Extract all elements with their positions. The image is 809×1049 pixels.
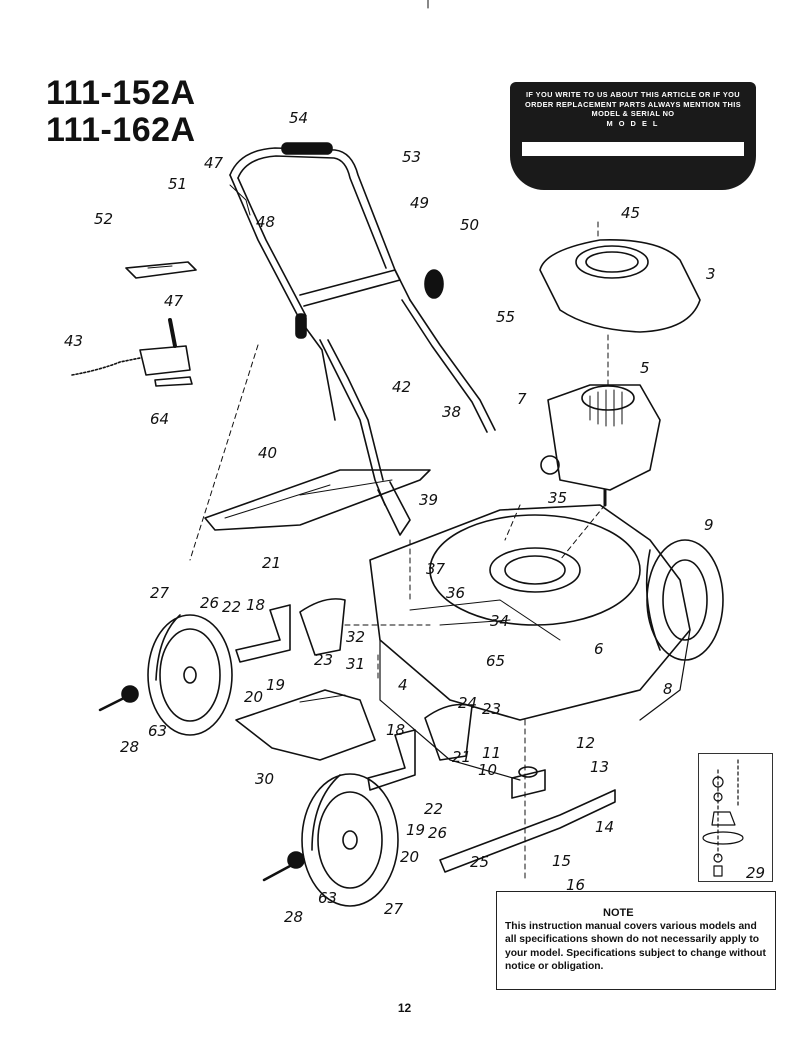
page-number: 12 [397,1001,412,1015]
label-15: 15 [552,852,571,870]
label-23b: 23 [482,700,501,718]
note-text: This instruction manual covers various m… [505,921,766,973]
label-63b: 63 [318,889,337,907]
cutting-blade [439,766,616,873]
label-63: 63 [148,722,167,740]
label-10: 10 [478,761,497,779]
label-47: 47 [204,154,224,172]
inset-blade-adapter [702,759,744,877]
rear-baffle [204,469,431,536]
engine [540,384,661,507]
height-adjuster-lower [367,703,473,791]
label-48: 48 [256,213,275,231]
label-28: 28 [120,738,139,756]
hubcap-63-upper [121,685,139,703]
label-26b: 26 [428,824,447,842]
label-19b: 19 [406,821,425,839]
handle-assembly [229,142,496,506]
label-16: 16 [566,876,585,894]
label-18b: 18 [386,721,405,739]
control-lever [71,261,197,387]
label-25: 25 [470,853,489,871]
note-box: NOTE This instruction manual covers vari… [496,891,776,990]
part-number-labels: 54 53 47 48 51 52 49 50 45 3 47 43 64 55… [64,109,765,926]
label-4: 4 [398,676,408,694]
label-8: 8 [663,680,673,698]
wheel-rear-right [645,539,724,661]
label-26: 26 [200,594,219,612]
label-24: 24 [458,694,477,712]
label-21b: 21 [452,748,471,766]
model-number-1: 111-152A [46,74,196,112]
label-40: 40 [258,444,277,462]
label-12: 12 [576,734,595,752]
label-27: 27 [150,584,170,602]
label-55: 55 [496,308,515,326]
label-32: 32 [346,628,365,646]
label-39: 39 [419,491,438,509]
label-64: 64 [150,410,169,428]
label-27b: 27 [384,900,404,918]
label-38: 38 [442,403,461,421]
label-50: 50 [460,216,479,234]
wheel-front-left [301,773,399,907]
label-3: 3 [706,265,716,283]
label-13: 13 [590,758,609,776]
notice-model-label: M O D E L [606,118,660,128]
label-22: 22 [222,598,241,616]
label-34: 34 [490,612,509,630]
label-19: 19 [266,676,285,694]
label-36: 36 [446,584,465,602]
label-20: 20 [244,688,263,706]
label-28b: 28 [284,908,303,926]
note-title: NOTE [603,907,634,919]
label-30: 30 [255,770,274,788]
label-21: 21 [262,554,281,572]
wheel-rear-left [147,614,233,736]
discharge-chute [235,689,376,761]
height-adjuster-upper [235,598,346,663]
model-number-2: 111-162A [46,111,196,149]
label-35: 35 [548,489,567,507]
label-47b: 47 [164,292,184,310]
label-51: 51 [168,175,187,193]
label-11: 11 [482,744,501,762]
serial-notice-plate: IF YOU WRITE TO US ABOUT THIS ARTICLE OR… [510,82,756,190]
label-22b: 22 [424,800,443,818]
label-31: 31 [346,655,365,673]
label-7: 7 [517,390,527,408]
note-header: NOTE [555,898,755,922]
serial-number-field [522,142,744,156]
label-42: 42 [392,378,411,396]
label-45: 45 [621,204,640,222]
label-37: 37 [426,560,446,578]
label-52: 52 [94,210,113,228]
notice-text: IF YOU WRITE TO US ABOUT THIS ARTICLE OR… [524,90,742,118]
mower-deck [369,504,691,781]
inset-detail-box [698,753,773,882]
label-43: 43 [64,332,83,350]
label-6: 6 [594,640,604,658]
label-53: 53 [402,148,421,166]
hubcap-63-lower [287,851,305,869]
label-29: 29 [746,864,765,882]
label-9: 9 [704,516,714,534]
engine-shroud [539,239,701,333]
label-49: 49 [410,194,429,212]
label-65: 65 [486,652,505,670]
label-5: 5 [640,359,650,377]
label-54: 54 [289,109,308,127]
label-23: 23 [314,651,333,669]
label-18: 18 [246,596,265,614]
label-20b: 20 [400,848,419,866]
label-14: 14 [595,818,614,836]
